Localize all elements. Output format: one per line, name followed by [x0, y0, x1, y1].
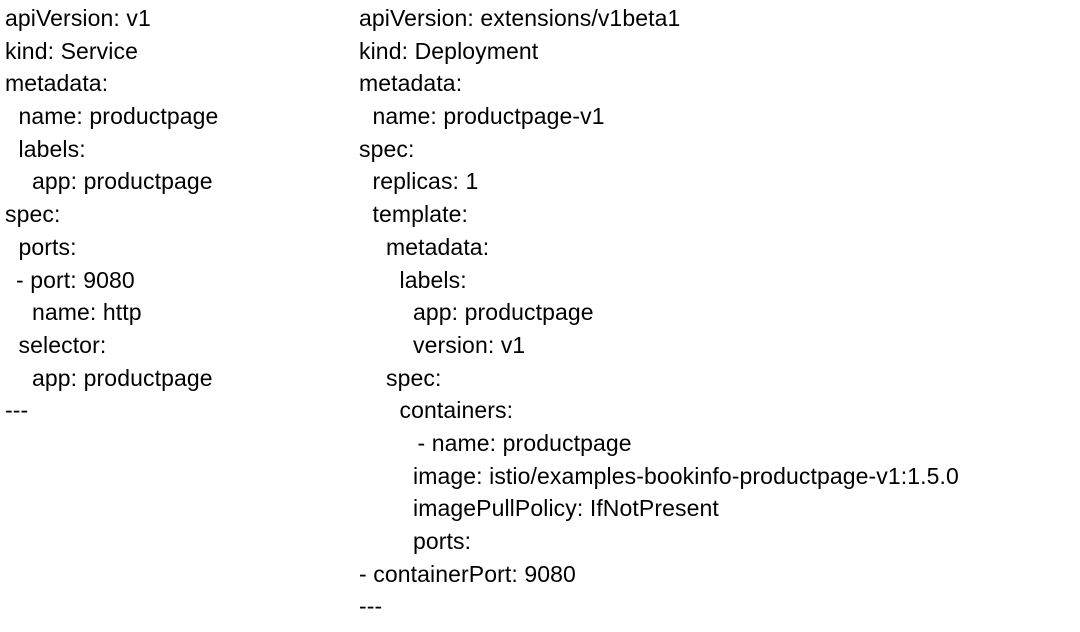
yaml-line: - containerPort: 9080: [359, 560, 576, 587]
yaml-line: spec:: [386, 364, 442, 391]
yaml-line: spec:: [359, 135, 415, 162]
yaml-line: kind: Service: [5, 37, 138, 64]
yaml-line: - name: productpage: [417, 429, 632, 456]
yaml-line: image: istio/examples-bookinfo-productpa…: [413, 462, 959, 489]
yaml-line: containers:: [399, 397, 514, 424]
yaml-line: app: productpage: [32, 364, 213, 391]
document-separator: ---: [5, 397, 29, 424]
yaml-line: metadata:: [5, 70, 109, 97]
yaml-line: imagePullPolicy: IfNotPresent: [413, 495, 719, 522]
yaml-line: name: http: [32, 299, 142, 326]
yaml-line: app: productpage: [413, 299, 594, 326]
yaml-line: metadata:: [359, 70, 463, 97]
yaml-line: labels:: [399, 266, 467, 293]
yaml-line: labels:: [18, 135, 86, 162]
yaml-line: ports:: [413, 528, 472, 554]
yaml-line: apiVersion: v1: [5, 5, 151, 31]
yaml-line: selector:: [18, 331, 107, 358]
yaml-line: ports:: [18, 233, 77, 260]
yaml-line: kind: Deployment: [359, 37, 539, 64]
yaml-line: - port: 9080: [16, 266, 135, 293]
yaml-line: version: v1: [413, 331, 526, 358]
yaml-line: spec:: [5, 201, 61, 228]
yaml-line: name: productpage-v1: [372, 103, 605, 130]
yaml-line: replicas: 1: [372, 168, 479, 195]
deployment-manifest-column: apiVersion: extensions/v1beta1 kind: Depl…: [359, 2, 959, 623]
yaml-line: apiVersion: extensions/v1beta1: [359, 5, 681, 31]
yaml-line: app: productpage: [32, 168, 213, 195]
yaml-line: template:: [372, 201, 469, 228]
yaml-line: metadata:: [386, 233, 490, 260]
yaml-line: name: productpage: [18, 103, 219, 130]
document-separator: ---: [359, 593, 383, 620]
service-manifest-column: apiVersion: v1 kind: Service metadata: name…: [5, 2, 218, 427]
